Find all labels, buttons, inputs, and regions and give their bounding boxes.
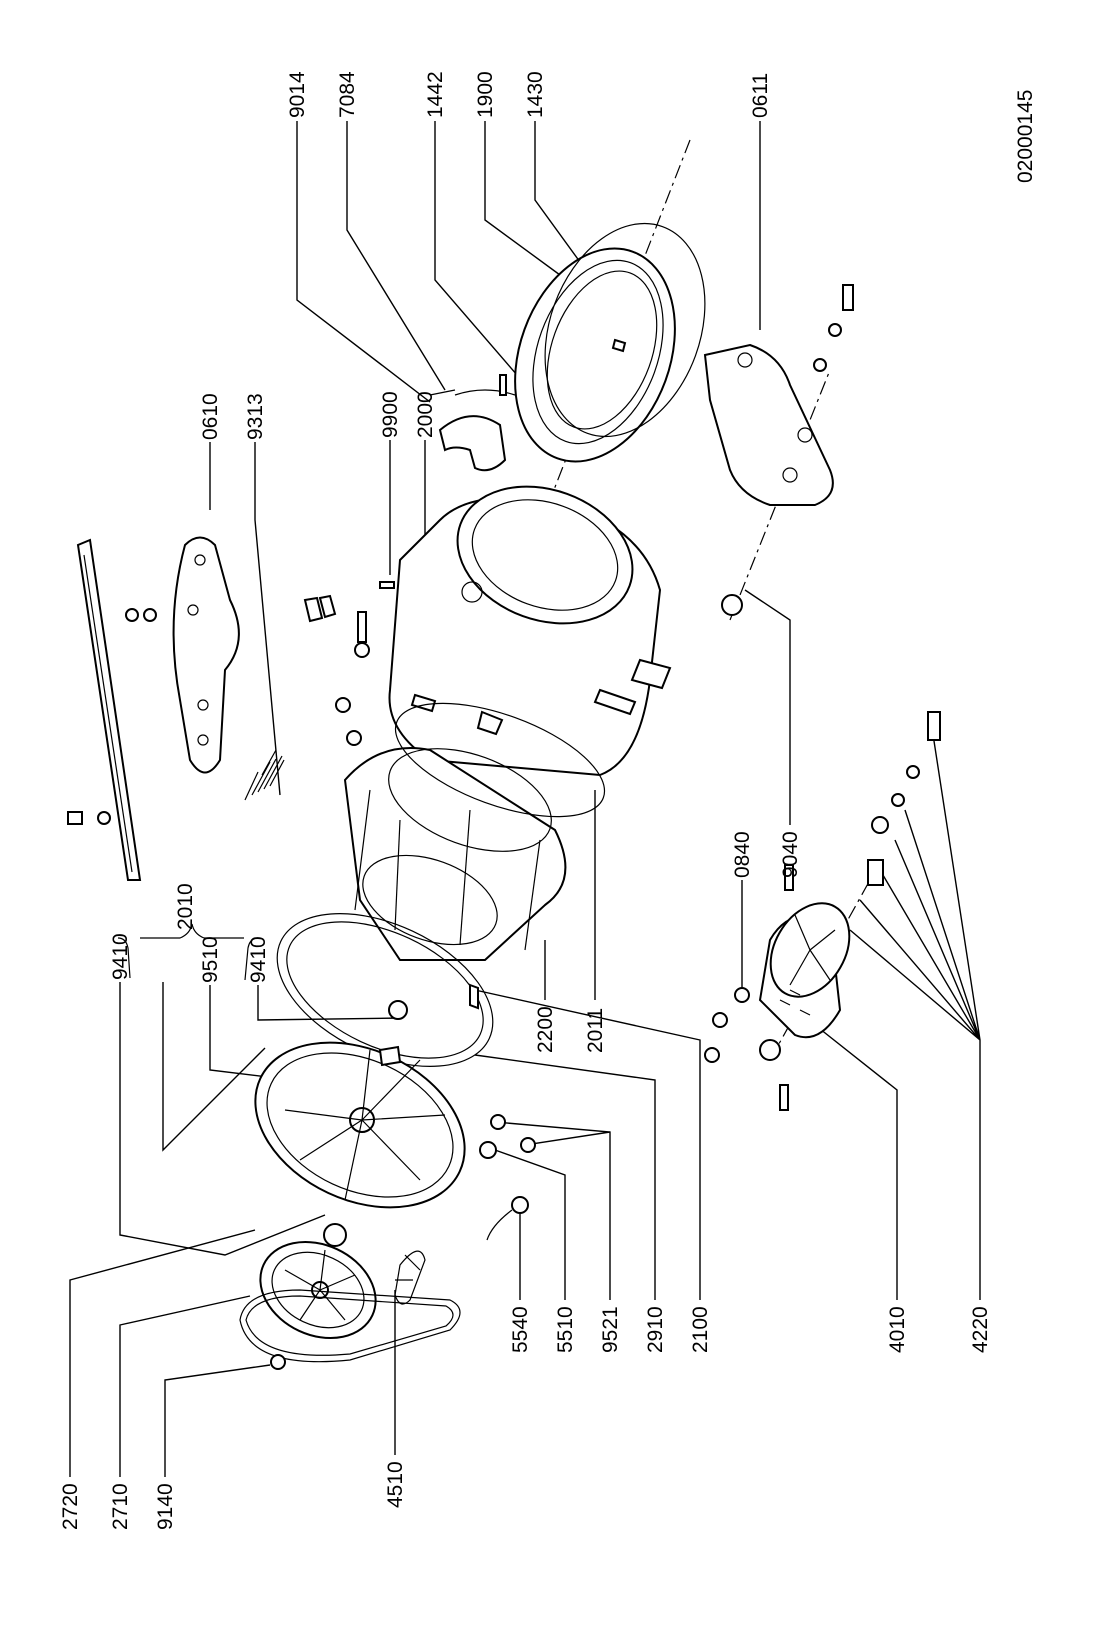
- label-9510: 9510: [199, 936, 222, 983]
- label-9140: 9140: [154, 1483, 177, 1530]
- label-9410-a: 9410: [109, 933, 132, 980]
- heater-element: [394, 1250, 426, 1305]
- label-4010: 4010: [886, 1306, 909, 1353]
- top-rail: [67, 538, 142, 881]
- motor: [758, 864, 851, 1111]
- label-2010-brace: [117, 923, 259, 981]
- small-fittings: [479, 1114, 536, 1241]
- inner-drum: [343, 747, 567, 961]
- rear-tub-cover: [254, 1041, 466, 1209]
- label-2011: 2011: [584, 1008, 607, 1053]
- label-1430: 1430: [524, 71, 547, 118]
- label-4220: 4220: [969, 1306, 992, 1353]
- label-2000: 2000: [414, 391, 437, 438]
- label-9313: 9313: [244, 393, 267, 440]
- motor-mount-hardware: [704, 711, 941, 1063]
- counterweight-axis-line: [729, 369, 831, 621]
- label-2720: 2720: [59, 1483, 82, 1530]
- label-0610: 0610: [199, 393, 222, 440]
- label-9014: 9014: [286, 71, 309, 118]
- drum-pulley: [259, 1223, 377, 1340]
- door-gasket: [514, 222, 706, 463]
- drain-hose: [429, 374, 516, 472]
- label-1900: 1900: [474, 71, 497, 118]
- label-2010: 2010: [174, 883, 197, 930]
- pulley-nut: [270, 1354, 286, 1370]
- label-2100: 2100: [689, 1306, 712, 1353]
- label-9521: 9521: [599, 1306, 622, 1353]
- label-5540: 5540: [509, 1306, 532, 1353]
- label-2710: 2710: [109, 1483, 132, 1530]
- label-0840: 0840: [731, 831, 754, 878]
- tub-hardware: [303, 581, 395, 746]
- label-2200: 2200: [534, 1006, 557, 1053]
- label-2910: 2910: [644, 1306, 667, 1353]
- leader-lines: [69, 121, 981, 1477]
- damper-bushing: [721, 594, 743, 616]
- label-1442: 1442: [424, 71, 447, 118]
- drive-belt: [239, 1289, 461, 1363]
- label-7084: 7084: [336, 71, 359, 118]
- label-9410-b: 9410: [247, 936, 270, 983]
- drum-gasket: [276, 913, 494, 1067]
- drawing-id: 02000145: [1014, 90, 1037, 183]
- label-9900: 9900: [379, 391, 402, 438]
- label-5510: 5510: [554, 1306, 577, 1353]
- tub-spring: [244, 749, 285, 801]
- label-4510: 4510: [384, 1461, 407, 1508]
- outer-tub: [388, 485, 672, 777]
- tub-seal-ring: [394, 702, 606, 818]
- part-labels: 9014 7084 1442 1900 1430 0611 02000145 0…: [59, 71, 1037, 1530]
- label-9040: 9040: [779, 831, 802, 878]
- label-0611: 0611: [749, 73, 772, 118]
- upper-counterweight: [125, 536, 240, 774]
- lower-counterweight: [703, 284, 854, 506]
